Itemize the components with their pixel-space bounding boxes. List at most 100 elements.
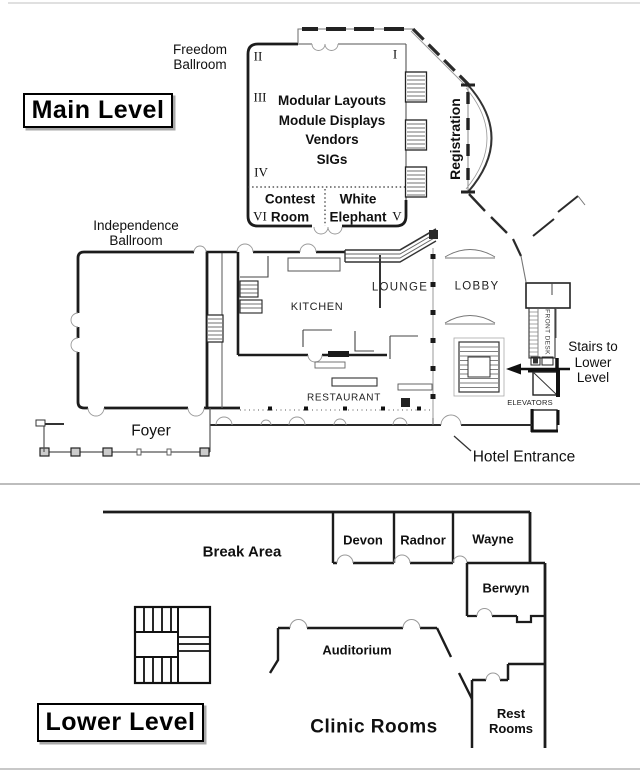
numeral-iv: IV: [254, 164, 268, 180]
leader-line: [453, 435, 472, 452]
stairs-outline: [133, 605, 212, 685]
independence-ballroom-label: Independence Ballroom: [93, 218, 179, 248]
restaurant-label: RESTAURANT: [306, 392, 382, 404]
pillar: [429, 230, 438, 239]
room-divider-dotted: [248, 186, 406, 226]
decor-arc: [444, 315, 496, 325]
column-dot: [430, 366, 436, 371]
column-dot: [417, 406, 421, 411]
wall: [342, 200, 408, 228]
lobby-colonnade: [430, 248, 436, 418]
elevator-diagonal: [532, 371, 558, 396]
rest-rooms-line2: Rooms: [488, 721, 534, 736]
column: [70, 447, 81, 457]
wall: [530, 409, 560, 433]
independence-line2: Ballroom: [109, 233, 163, 248]
room-berwyn-label: Berwyn: [482, 580, 530, 596]
service-counter: [314, 361, 346, 369]
registration-desk: [461, 83, 493, 194]
lower-level-title: Lower Level: [37, 703, 204, 742]
escalator-line: [345, 228, 437, 251]
room-devon-label: Devon: [343, 532, 383, 548]
wall-thin: [577, 195, 586, 206]
desk-curve-inner: [465, 87, 488, 190]
desk-base: [530, 356, 541, 366]
berwyn-walls: [465, 561, 545, 616]
contest-room-label: Contest Room: [265, 191, 315, 226]
auditorium-label: Auditorium: [322, 642, 392, 658]
freedom-ballroom-label: Freedom Ballroom: [173, 42, 227, 72]
ballroom-contents-line2: Module Displays: [278, 112, 386, 128]
panel: [404, 119, 428, 151]
counter-filled: [328, 351, 349, 357]
wall-thin: [520, 255, 527, 283]
column-dot: [304, 406, 308, 411]
stair-treads: [240, 284, 258, 294]
stairs-note-line3: Level: [576, 369, 610, 385]
white-elephant-line1: White: [339, 191, 377, 207]
wall-caps: [461, 83, 475, 194]
interior-wall: [302, 329, 332, 347]
office: [525, 282, 571, 309]
panel: [404, 71, 428, 103]
desk-base-fill: [533, 358, 538, 364]
counter-rungs: [529, 311, 538, 357]
stairs-note-line1: Stairs to: [568, 338, 618, 354]
freedom-ballroom-line2: Ballroom: [173, 57, 227, 72]
door-arcs: [311, 43, 339, 51]
front-desk: [525, 282, 571, 372]
ballroom-contents-line3: Vendors: [305, 132, 359, 147]
desk: [528, 307, 556, 359]
numeral-vi: VI: [253, 208, 267, 224]
door-arcs: [87, 407, 205, 417]
column-dot: [430, 394, 436, 399]
lobby-decor: [444, 249, 496, 325]
stair-treads: [240, 303, 262, 309]
contest-room-line1: Contest: [264, 191, 316, 207]
column-dot: [268, 406, 272, 411]
lower-level-walls: [103, 510, 547, 748]
stair-treads: [208, 318, 222, 340]
wall-cap: [35, 419, 46, 427]
elevator-shafts: [528, 369, 560, 433]
kitchen-walls: [207, 243, 418, 369]
column-dot: [430, 254, 436, 259]
desk-curve: [467, 84, 493, 193]
lobby-label: LOBBY: [454, 280, 500, 293]
panel-stripes: [407, 123, 425, 149]
ballroom-contents-line1: Modular Layouts: [277, 93, 387, 108]
pillar: [401, 398, 410, 407]
interior-wall: [389, 335, 418, 359]
numeral-iii: III: [253, 89, 267, 105]
stairs-box: [458, 341, 500, 393]
door-wall: [468, 193, 486, 212]
hotel-entrance-label: Hotel Entrance: [472, 448, 576, 466]
column-dot: [430, 282, 436, 287]
diagonal-wall: [411, 27, 471, 87]
restroom-walls: [470, 662, 545, 748]
interior-wall: [354, 331, 374, 352]
ballroom-contents-line4: SIGs: [316, 151, 348, 167]
kitchen-label: KITCHEN: [290, 300, 344, 313]
decor-arc: [444, 249, 496, 259]
panel: [404, 166, 428, 198]
column-dot: [343, 406, 347, 411]
column-dot: [430, 338, 436, 343]
foyer-label: Foyer: [131, 422, 171, 440]
door-arcs: [215, 416, 408, 426]
stairs-outer: [453, 337, 505, 397]
door-arc: [476, 608, 493, 617]
entrance-door-arcs: [440, 414, 462, 426]
lower-stairs-symbol: [133, 605, 212, 685]
escalator-line: [345, 240, 437, 263]
white-elephant-line2: Elephant: [329, 209, 387, 224]
rest-rooms-line1: Rest: [496, 706, 526, 721]
auditorium-walls: [268, 619, 474, 700]
door-wall: [490, 216, 508, 234]
door-wall: [557, 195, 579, 213]
column: [199, 447, 210, 457]
lobby-stairs-graphic: [453, 337, 505, 397]
arrow-head: [506, 363, 521, 375]
lounge-walkway: [344, 228, 438, 263]
